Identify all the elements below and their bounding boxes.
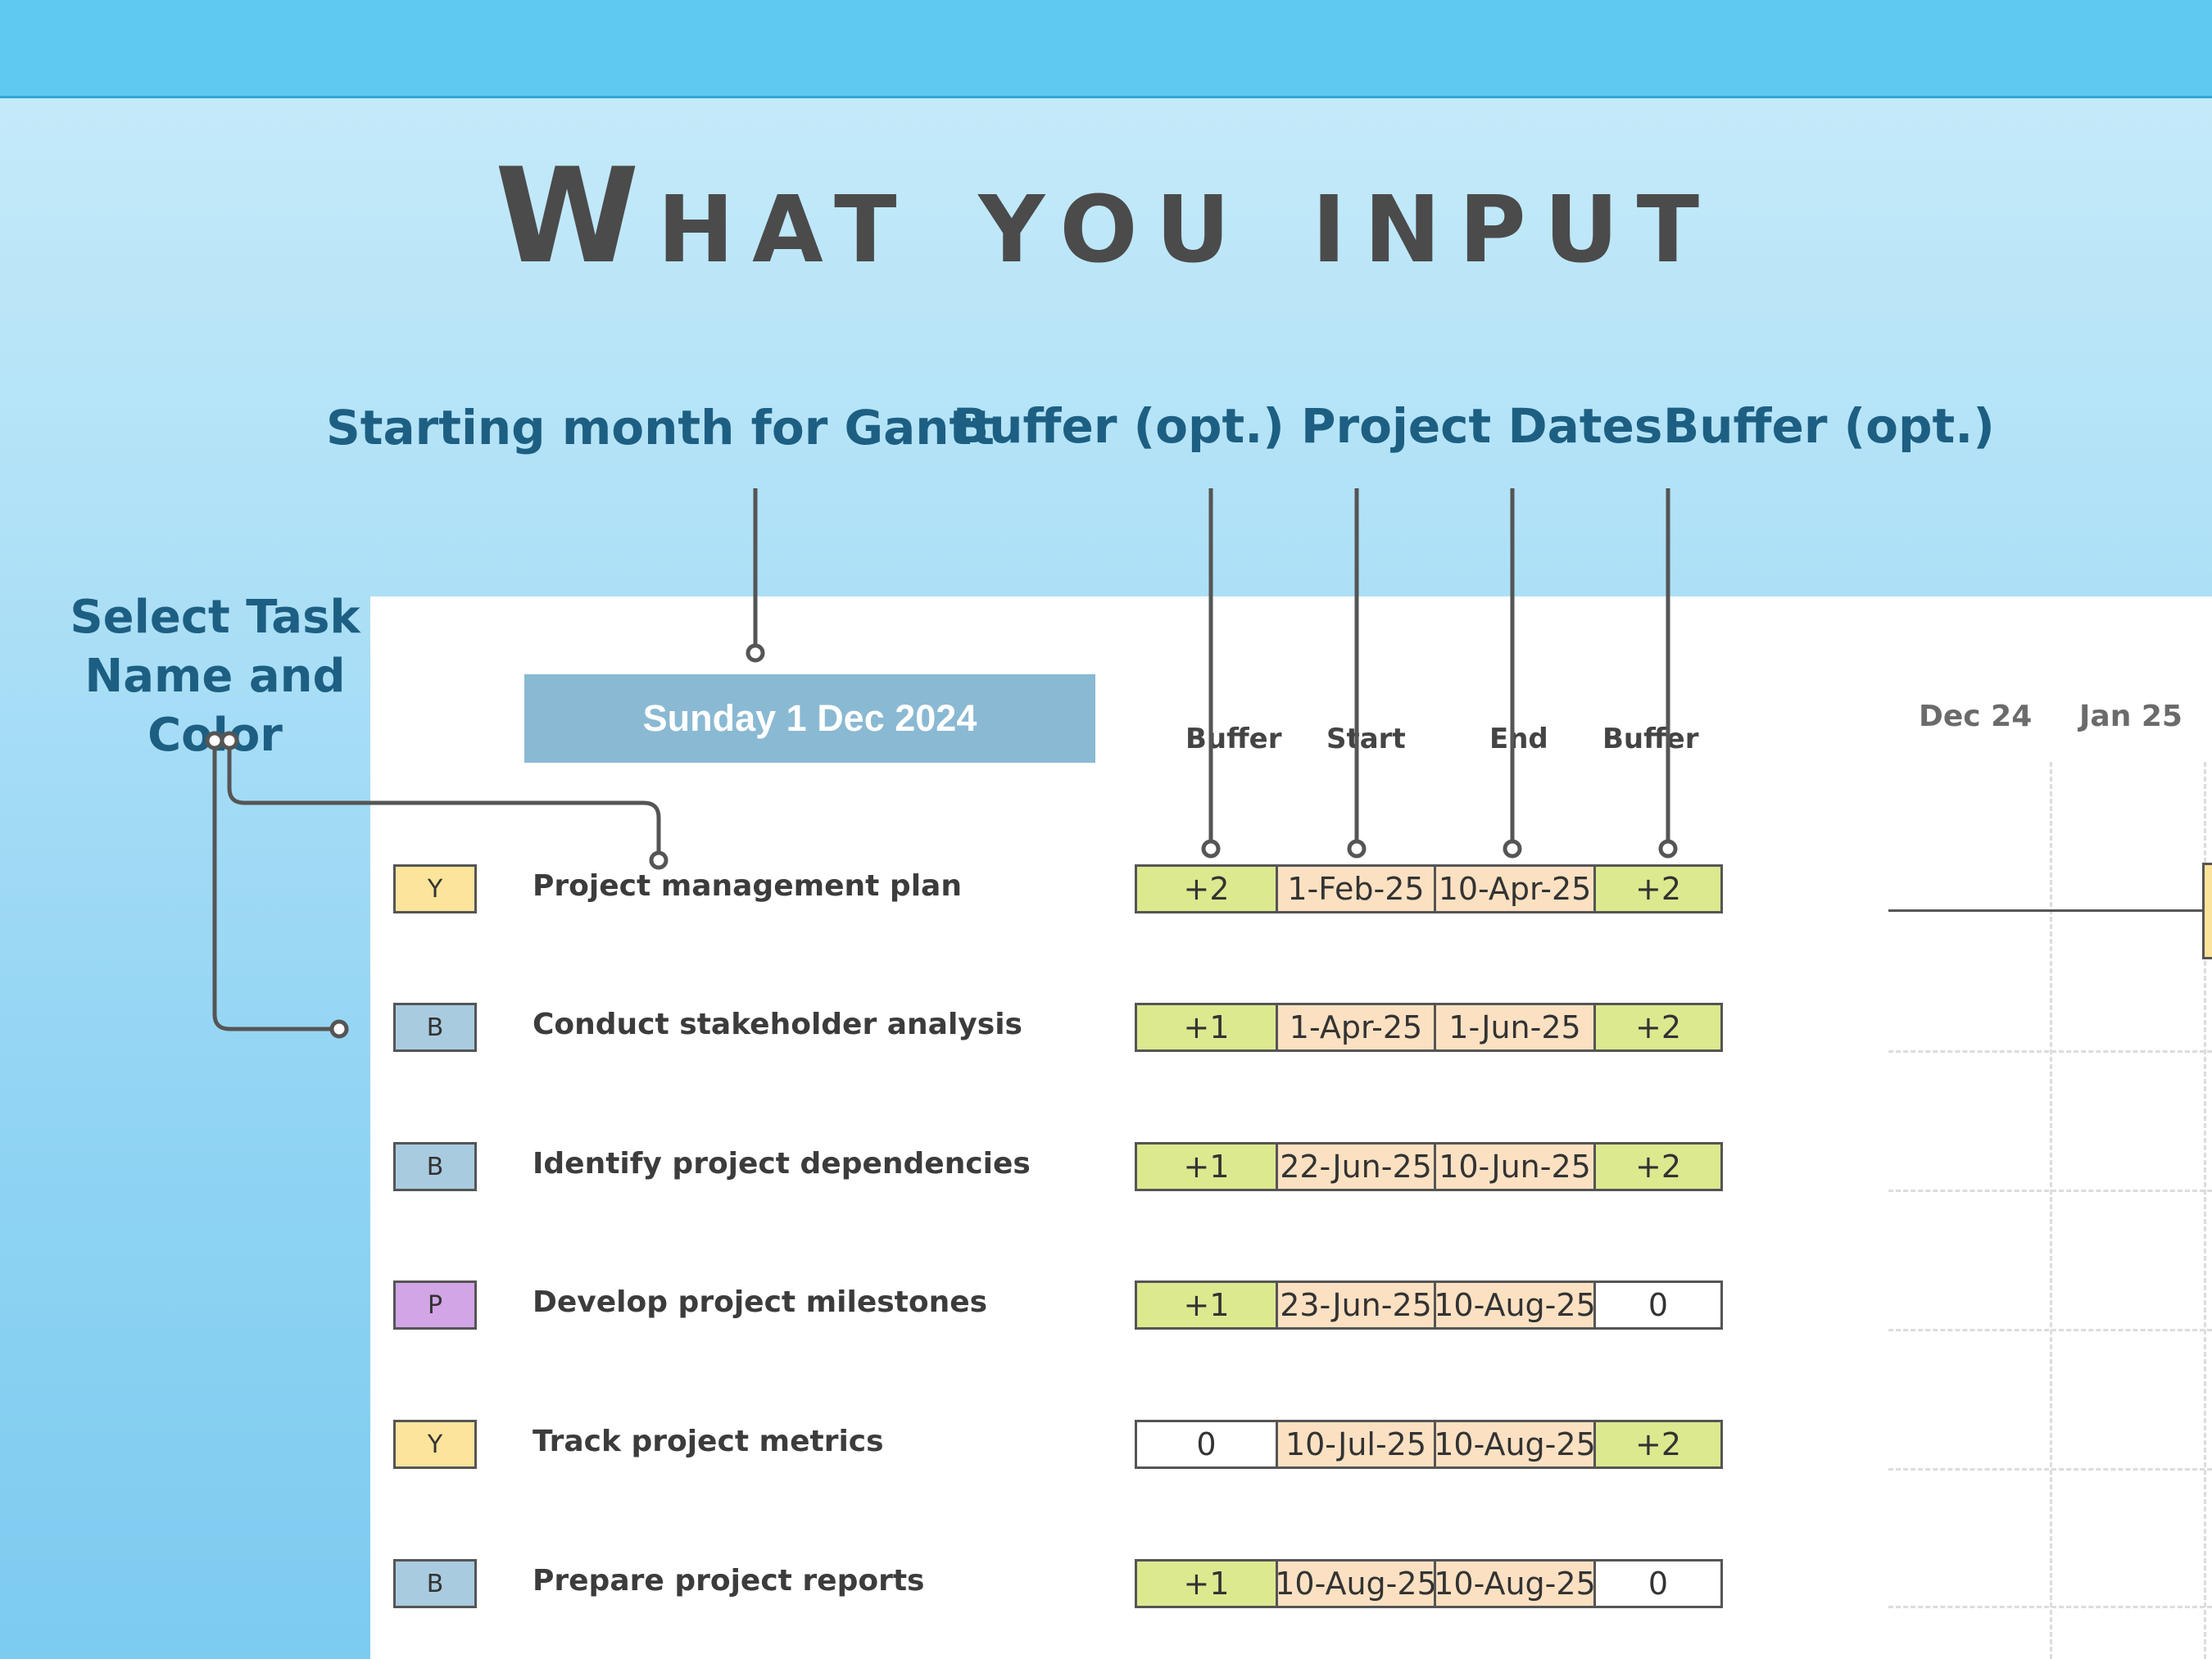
gantt-task-bar (2202, 863, 2212, 959)
task-row: Y Track project metrics 0 10-Jul-25 10-A… (0, 1420, 2212, 1469)
end-date-cell[interactable]: 10-Aug-25 (1434, 1281, 1596, 1330)
buffer-before-cell[interactable]: 0 (1135, 1420, 1278, 1469)
start-date-cell[interactable]: 23-Jun-25 (1276, 1281, 1436, 1330)
buffer-before-cell[interactable]: +1 (1135, 1281, 1278, 1330)
task-row: B Prepare project reports +1 10-Aug-25 1… (0, 1559, 2212, 1608)
task-name[interactable]: Develop project milestones (533, 1285, 988, 1319)
buffer-after-cell[interactable]: 0 (1593, 1281, 1723, 1330)
task-color-selector[interactable]: B (393, 1142, 477, 1191)
callout-starting-month: Starting month for Gantt (326, 400, 995, 456)
callout-buffer-after: Buffer (opt.) (1663, 398, 1995, 454)
start-date-cell[interactable]: 10-Aug-25 (1275, 1559, 1437, 1608)
column-header-buffer-before: Buffer (1185, 723, 1282, 755)
task-color-selector[interactable]: Y (393, 864, 477, 913)
callout-buffer-before: Buffer (opt.) (953, 398, 1285, 454)
buffer-before-cell[interactable]: +1 (1135, 1559, 1278, 1608)
gantt-grid-line (2050, 762, 2052, 1659)
end-date-cell[interactable]: 10-Apr-25 (1434, 864, 1596, 913)
gantt-grid-line (1888, 1190, 2212, 1192)
end-date-cell[interactable]: 10-Aug-25 (1434, 1420, 1596, 1469)
start-date-cell[interactable]: 10-Jul-25 (1276, 1420, 1436, 1469)
gantt-grid-line (1888, 1468, 2212, 1471)
task-color-selector[interactable]: P (393, 1281, 477, 1330)
column-header-start: Start (1326, 723, 1406, 755)
gantt-start-date-input[interactable]: Sunday 1 Dec 2024 (524, 674, 1095, 763)
gantt-timeline-line (1888, 909, 2204, 912)
buffer-after-cell[interactable]: 0 (1593, 1559, 1723, 1608)
gantt-month-label: Jan 25 (2079, 700, 2183, 733)
callout-project-dates: Project Dates (1301, 398, 1663, 454)
task-row: B Conduct stakeholder analysis +1 1-Apr-… (0, 1003, 2212, 1052)
gantt-grid-line (2204, 762, 2206, 1659)
task-row: Y Project management plan +2 1-Feb-25 10… (0, 864, 2212, 913)
buffer-before-cell[interactable]: +1 (1135, 1003, 1278, 1052)
task-name[interactable]: Conduct stakeholder analysis (533, 1008, 1022, 1041)
gantt-grid-line (1888, 1606, 2212, 1608)
task-color-selector[interactable]: B (393, 1003, 477, 1052)
end-date-cell[interactable]: 10-Aug-25 (1434, 1559, 1596, 1608)
buffer-after-cell[interactable]: +2 (1593, 1420, 1723, 1469)
gantt-grid-line (1888, 1329, 2212, 1331)
column-header-buffer-after: Buffer (1602, 723, 1699, 755)
buffer-before-cell[interactable]: +2 (1135, 864, 1278, 913)
callout-task-name-color: Select Task Name and Color (70, 591, 360, 762)
start-date-cell[interactable]: 22-Jun-25 (1276, 1142, 1436, 1191)
end-date-cell[interactable]: 1-Jun-25 (1434, 1003, 1596, 1052)
task-name[interactable]: Prepare project reports (533, 1564, 925, 1598)
task-row: P Develop project milestones +1 23-Jun-2… (0, 1281, 2212, 1330)
task-row: B Identify project dependencies +1 22-Ju… (0, 1142, 2212, 1191)
buffer-after-cell[interactable]: +2 (1593, 1142, 1723, 1191)
task-name[interactable]: Identify project dependencies (533, 1147, 1031, 1181)
page-title: What you input (494, 139, 1718, 292)
task-name[interactable]: Track project metrics (533, 1425, 884, 1458)
start-date-cell[interactable]: 1-Feb-25 (1276, 864, 1436, 913)
gantt-grid-line (1888, 1050, 2212, 1053)
task-color-selector[interactable]: Y (393, 1420, 477, 1469)
start-date-cell[interactable]: 1-Apr-25 (1276, 1003, 1436, 1052)
spreadsheet-area (370, 596, 2212, 1659)
task-color-selector[interactable]: B (393, 1559, 477, 1608)
task-name[interactable]: Project management plan (533, 869, 962, 903)
buffer-after-cell[interactable]: +2 (1593, 864, 1723, 913)
column-header-end: End (1489, 723, 1548, 755)
buffer-before-cell[interactable]: +1 (1135, 1142, 1278, 1191)
top-banner (0, 0, 2212, 98)
end-date-cell[interactable]: 10-Jun-25 (1434, 1142, 1596, 1191)
buffer-after-cell[interactable]: +2 (1593, 1003, 1723, 1052)
gantt-month-label: Dec 24 (1919, 700, 2033, 733)
